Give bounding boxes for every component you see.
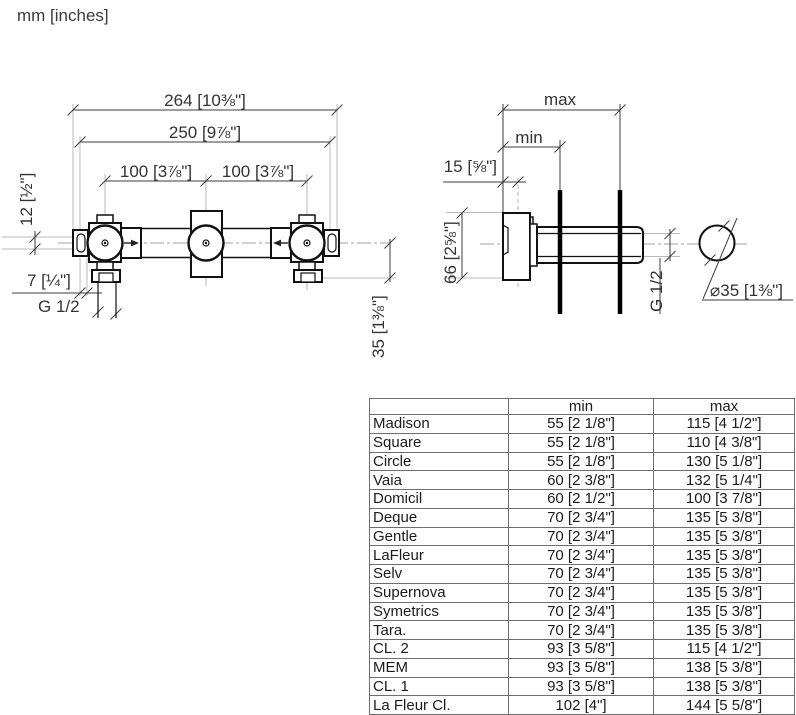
series-name: Symetrics [370, 602, 509, 621]
dim-vertical-offset: 12 [½"] [17, 173, 36, 226]
min-value: 55 [2 1/8"] [509, 415, 654, 433]
max-value: 100 [3 7/8"] [685, 490, 763, 508]
min-value: 102 [4"] [509, 696, 654, 714]
series-name: La Fleur Cl. [370, 696, 509, 714]
series-name: Vaia [370, 471, 509, 489]
dim-hole-spacing-width: 250 [9⅞"] [169, 123, 241, 142]
series-name: Selv [370, 565, 509, 583]
side-view-extension-lines [446, 212, 680, 279]
series-name: Domicil [370, 490, 509, 508]
table-row: Supernova 70 [2 3/4"] 135 [5 3/8"] [370, 582, 794, 602]
max-value: 144 [5 5/8"] [685, 696, 763, 714]
max-value: 135 [5 3/8"] [685, 602, 763, 620]
table-row: Circle 55 [2 1/8"] 130 [5 1/8"] [370, 451, 794, 471]
min-value: 55 [2 1/8"] [509, 433, 654, 452]
center-valve [187, 210, 225, 278]
table-row: Madison 55 [2 1/8"] 115 [4 1/2"] [370, 414, 794, 433]
table-row: Tara. 70 [2 3/4"] 135 [5 3/8"] [370, 620, 794, 639]
dim-overall-width: 264 [10⅜"] [164, 91, 246, 110]
series-name: MEM [370, 658, 509, 677]
min-value: 93 [3 5/8"] [509, 640, 654, 658]
unit-note: mm [inches] [17, 6, 109, 25]
table-row: Gentle 70 [2 3/4"] 135 [5 3/8"] [370, 526, 794, 546]
min-value: 60 [2 3/8"] [509, 471, 654, 489]
front-thread-label: G 1/2 [38, 297, 80, 316]
max-value: 132 [5 1/4"] [685, 471, 763, 489]
wall-range-bars [557, 190, 623, 314]
max-value: 138 [5 3/8"] [685, 659, 763, 677]
table-row: Domicil 60 [2 1/2"] 100 [3 7/8"] [370, 489, 794, 508]
max-value: 135 [5 3/8"] [685, 546, 763, 564]
header-min: min [509, 399, 654, 414]
max-value: 135 [5 3/8"] [685, 621, 763, 639]
series-name: CL. 2 [370, 640, 509, 658]
series-name: LaFleur [370, 546, 509, 564]
header-series [370, 399, 509, 414]
side-view-valve-body [502, 212, 644, 281]
min-value: 93 [3 5/8"] [509, 677, 654, 696]
max-value: 115 [4 1/2"] [686, 640, 762, 658]
table-row: La Fleur Cl. 102 [4"] 144 [5 5/8"] [370, 695, 794, 714]
dim-drop: 35 [1⅜"] [369, 295, 388, 358]
side-view-dimension-lines [443, 104, 676, 314]
flow-arrows [124, 239, 288, 247]
table-row: Symetrics 70 [2 3/4"] 135 [5 3/8"] [370, 601, 794, 621]
series-name: Gentle [370, 527, 509, 546]
table-row: Vaia 60 [2 3/8"] 132 [5 1/4"] [370, 470, 794, 489]
series-name: CL. 1 [370, 677, 509, 696]
min-value: 70 [2 3/4"] [509, 527, 654, 546]
min-value: 70 [2 3/4"] [509, 621, 654, 639]
dim-wall-thickness: 15 [⅝"] [444, 157, 497, 176]
table-row: Deque 70 [2 3/4"] 135 [5 3/8"] [370, 507, 794, 527]
max-value: 138 [5 3/8"] [685, 677, 763, 695]
max-value: 135 [5 3/8"] [685, 584, 763, 602]
spec-table: min max Madison 55 [2 1/8"] 115 [4 1/2"]… [369, 398, 795, 715]
min-value: 70 [2 3/4"] [509, 602, 654, 621]
max-value: 110 [4 3/8"] [686, 434, 762, 452]
max-value: 135 [5 3/8"] [685, 509, 763, 527]
series-name: Square [370, 433, 509, 452]
min-value: 60 [2 1/2"] [509, 490, 654, 508]
front-view-dimension-lines [12, 104, 396, 320]
min-value: 55 [2 1/8"] [509, 452, 654, 471]
side-thread-label: G 1/2 [647, 270, 666, 312]
right-valve [288, 214, 340, 283]
series-name: Deque [370, 508, 509, 527]
table-row: Selv 70 [2 3/4"] 135 [5 3/8"] [370, 564, 794, 583]
series-name: Supernova [370, 583, 509, 602]
label-min: min [515, 128, 542, 147]
table-row: Square 55 [2 1/8"] 110 [4 3/8"] [370, 432, 794, 452]
front-view-valve-assembly [72, 210, 340, 318]
series-name: Madison [370, 415, 509, 433]
spec-table-header-row: min max [370, 399, 794, 414]
dim-diameter: ⌀35 [1⅜"] [710, 281, 783, 300]
max-value: 135 [5 3/8"] [685, 527, 763, 545]
side-view-drawing: max min 15 [⅝"] 66 [2⅝"] G 1/2 ⌀35 [1⅜"] [441, 90, 793, 314]
label-max: max [544, 90, 577, 109]
max-value: 130 [5 1/8"] [685, 452, 763, 470]
dim-spacing-right: 100 [3⅞"] [222, 162, 294, 181]
min-value: 70 [2 3/4"] [509, 565, 654, 583]
end-view-circle [698, 217, 793, 301]
max-value: 115 [4 1/2"] [686, 415, 762, 433]
min-value: 70 [2 3/4"] [509, 508, 654, 527]
min-value: 70 [2 3/4"] [509, 546, 654, 564]
table-row: CL. 1 93 [3 5/8"] 138 [5 3/8"] [370, 676, 794, 696]
table-row: MEM 93 [3 5/8"] 138 [5 3/8"] [370, 657, 794, 677]
table-row: LaFleur 70 [2 3/4"] 135 [5 3/8"] [370, 545, 794, 564]
dim-spacing-left: 100 [3⅞"] [120, 162, 192, 181]
series-name: Tara. [370, 621, 509, 639]
front-view-drawing: 264 [10⅜"] 250 [9⅞"] 100 [3⅞"] 100 [3⅞"]… [2, 91, 396, 358]
dim-body-height: 66 [2⅝"] [441, 221, 460, 284]
series-name: Circle [370, 452, 509, 471]
min-value: 70 [2 3/4"] [509, 583, 654, 602]
max-value: 135 [5 3/8"] [685, 565, 763, 583]
left-valve [72, 214, 124, 318]
spec-table-body: Madison 55 [2 1/8"] 115 [4 1/2"] Square … [370, 414, 794, 714]
dim-depth-offset: 7 [¼"] [27, 271, 71, 290]
min-value: 93 [3 5/8"] [509, 658, 654, 677]
header-max: max [709, 399, 739, 414]
table-row: CL. 2 93 [3 5/8"] 115 [4 1/2"] [370, 639, 794, 658]
